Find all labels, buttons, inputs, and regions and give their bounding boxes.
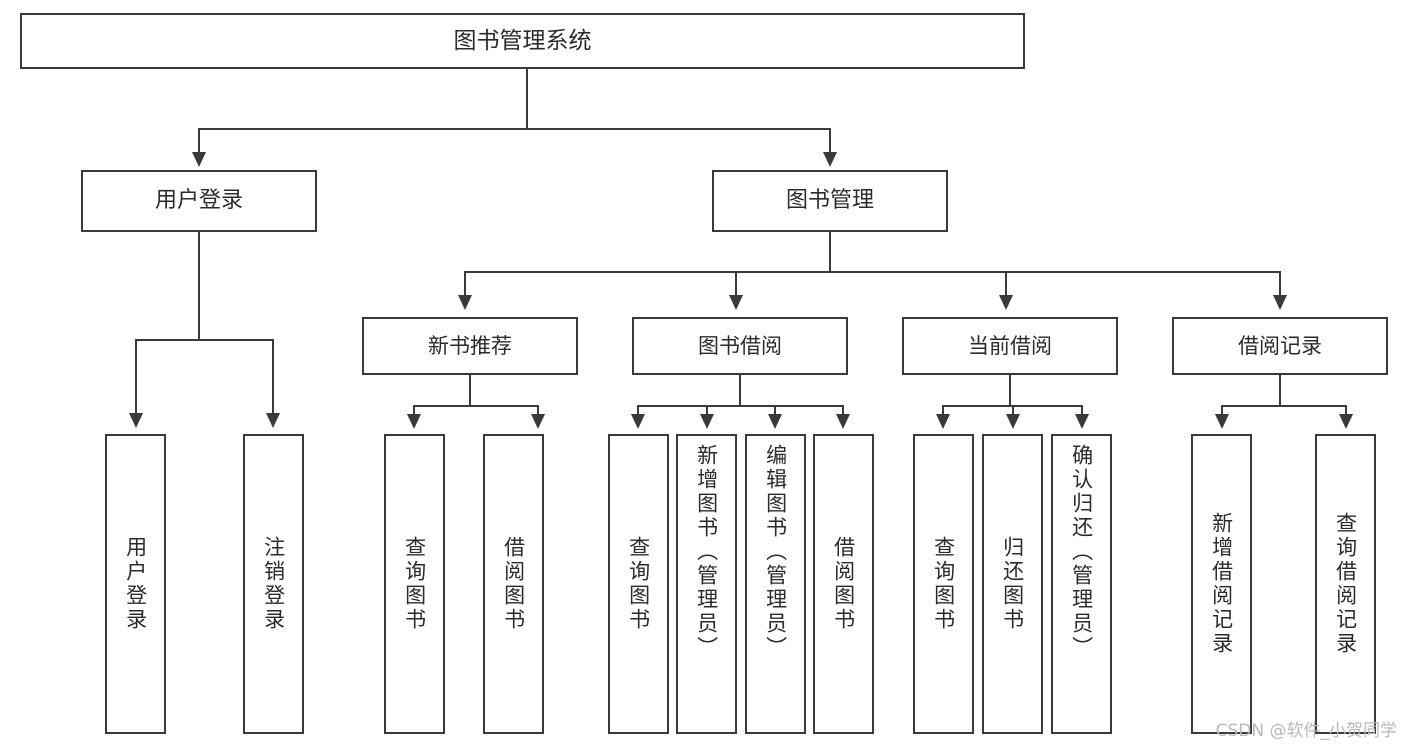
node-label: 图书管理: [785, 188, 874, 214]
connector-book-management-rail: [464, 271, 1280, 273]
node-label: 确认归还（管理员）: [1069, 444, 1094, 660]
node-label: 借阅记录: [1238, 333, 1322, 358]
node-borrow-record[interactable]: 借阅记录: [1172, 317, 1388, 375]
connector-cb-drop-2: [1012, 405, 1014, 416]
node-new-book-recommend[interactable]: 新书推荐: [362, 317, 578, 375]
connector-bb-drop-4: [842, 405, 844, 416]
arrowhead-leaf-user-login: [129, 413, 143, 428]
leaf-borrow-book-nbr[interactable]: 借阅图书: [483, 434, 544, 734]
connector-user-login-drop-1: [135, 339, 137, 415]
leaf-user-login[interactable]: 用户登录: [105, 434, 166, 734]
arrowhead-bb-leaf-1: [631, 414, 645, 429]
connector-book-management-stem: [829, 232, 831, 272]
node-label: 用户登录: [123, 536, 148, 632]
connector-nbr-drop-2: [537, 405, 539, 416]
node-label: 归还图书: [1000, 536, 1025, 632]
connector-cb-stem: [1009, 375, 1011, 406]
connector-cb-drop-3: [1081, 405, 1083, 416]
arrowhead-leaf-logout: [266, 413, 280, 428]
arrowhead-br-leaf-1: [1215, 414, 1229, 429]
node-book-borrow[interactable]: 图书借阅: [632, 317, 848, 375]
node-label: 查询图书: [402, 536, 427, 632]
connector-root-drop-left: [198, 128, 200, 154]
connector-nbr-rail: [413, 405, 538, 407]
arrowhead-book-borrow: [729, 295, 743, 310]
connector-bm-drop-2: [735, 271, 737, 297]
node-label: 借阅图书: [501, 536, 526, 632]
leaf-query-book-bb[interactable]: 查询图书: [608, 434, 669, 734]
node-label: 注销登录: [261, 536, 286, 632]
leaf-confirm-return-admin[interactable]: 确认归还（管理员）: [1051, 434, 1112, 734]
node-label: 编辑图书（管理员）: [763, 444, 788, 660]
node-book-management[interactable]: 图书管理: [712, 170, 948, 232]
connector-br-rail: [1221, 405, 1346, 407]
connector-cb-drop-1: [942, 405, 944, 416]
node-book-management-system[interactable]: 图书管理系统: [20, 13, 1025, 69]
node-label: 新书推荐: [428, 333, 512, 358]
arrowhead-borrow-record: [1273, 295, 1287, 310]
node-label: 用户登录: [154, 188, 243, 214]
connector-nbr-stem: [469, 375, 471, 406]
leaf-add-book-admin[interactable]: 新增图书（管理员）: [676, 434, 737, 734]
node-label: 新增图书（管理员）: [694, 444, 719, 660]
connector-root-rail: [198, 128, 830, 130]
connector-bb-drop-3: [774, 405, 776, 416]
node-current-borrow[interactable]: 当前借阅: [902, 317, 1118, 375]
node-label: 查询借阅记录: [1333, 512, 1358, 656]
node-label: 查询图书: [931, 536, 956, 632]
leaf-query-borrow-record[interactable]: 查询借阅记录: [1315, 434, 1376, 734]
arrowhead-new-book-recommend: [458, 295, 472, 310]
leaf-query-book-cb[interactable]: 查询图书: [913, 434, 974, 734]
connector-br-stem: [1279, 375, 1281, 406]
connector-bb-drop-1: [637, 405, 639, 416]
connector-user-login-drop-2: [272, 339, 274, 415]
arrowhead-cb-leaf-3: [1075, 414, 1089, 429]
connector-bb-stem: [739, 375, 741, 406]
node-label: 查询图书: [626, 536, 651, 632]
arrowhead-cb-leaf-1: [936, 414, 950, 429]
node-label: 当前借阅: [968, 333, 1052, 358]
node-label: 新增借阅记录: [1209, 512, 1234, 656]
connector-bm-drop-1: [464, 271, 466, 297]
node-label: 图书管理系统: [453, 27, 592, 54]
connector-bm-drop-4: [1279, 271, 1281, 297]
arrowhead-bb-leaf-4: [836, 414, 850, 429]
arrowhead-cb-leaf-2: [1006, 414, 1020, 429]
connector-root-drop-right: [829, 128, 831, 154]
arrowhead-br-leaf-2: [1339, 414, 1353, 429]
connector-bm-drop-3: [1005, 271, 1007, 297]
arrowhead-bb-leaf-2: [700, 414, 714, 429]
arrowhead-user-login: [192, 152, 206, 167]
node-label: 借阅图书: [831, 536, 856, 632]
arrowhead-bb-leaf-3: [768, 414, 782, 429]
leaf-return-book[interactable]: 归还图书: [982, 434, 1043, 734]
arrowhead-nbr-leaf-1: [407, 414, 421, 429]
connector-br-drop-2: [1345, 405, 1347, 416]
connector-nbr-drop-1: [413, 405, 415, 416]
node-user-login[interactable]: 用户登录: [81, 170, 317, 232]
connector-bb-drop-2: [706, 405, 708, 416]
arrowhead-current-borrow: [999, 295, 1013, 310]
arrowhead-nbr-leaf-2: [531, 414, 545, 429]
connector-bb-rail: [637, 405, 844, 407]
leaf-query-book-nbr[interactable]: 查询图书: [384, 434, 445, 734]
leaf-logout[interactable]: 注销登录: [243, 434, 304, 734]
connector-user-login-stem: [198, 232, 200, 340]
leaf-borrow-book-bb[interactable]: 借阅图书: [813, 434, 874, 734]
leaf-add-borrow-record[interactable]: 新增借阅记录: [1191, 434, 1252, 734]
connector-root-stem: [526, 69, 528, 129]
arrowhead-book-management: [823, 152, 837, 167]
watermark: CSDN @软件_小贺同学: [1215, 721, 1397, 741]
connector-br-drop-1: [1221, 405, 1223, 416]
node-label: 图书借阅: [698, 333, 782, 358]
connector-user-login-rail: [135, 339, 273, 341]
leaf-edit-book-admin[interactable]: 编辑图书（管理员）: [745, 434, 806, 734]
